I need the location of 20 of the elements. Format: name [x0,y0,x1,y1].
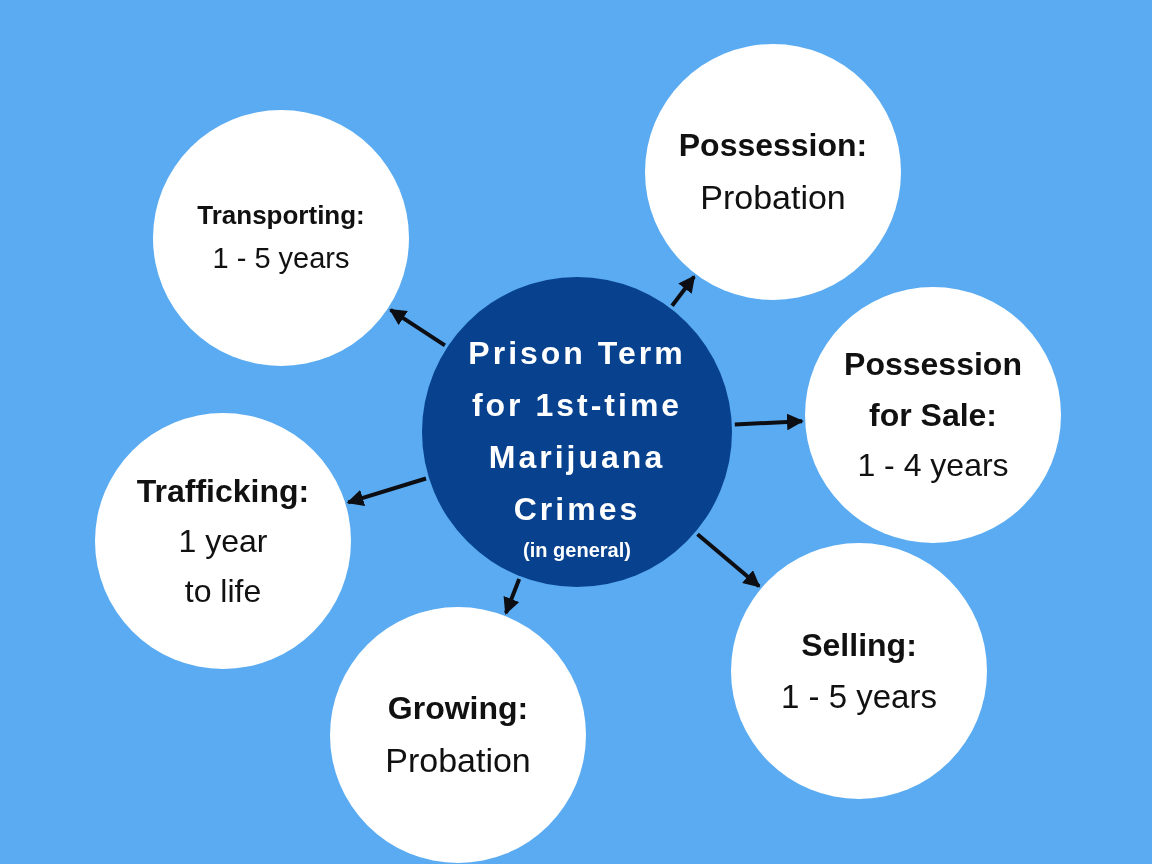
arrow [346,476,427,506]
crime-heading: Growing: [387,689,529,729]
crime-heading: Transporting: [197,198,365,232]
term-text: 1 year to life [177,522,269,611]
arrow [734,413,804,431]
arrow [696,532,761,588]
central-subtitle: (in general) [523,538,631,563]
arrow [389,308,446,348]
central-title: Prison Term for 1st-time Marijuana Crimes [467,334,687,529]
term-text: 1 - 4 years [857,446,1009,486]
crime-heading: Possession: [678,126,868,166]
crime-heading: Trafficking: [136,471,310,511]
arrow [670,275,696,307]
arrow [503,578,522,615]
crime-heading: Possession for Sale: [843,345,1023,436]
term-text: 1 - 5 years [781,677,937,717]
term-text: 1 - 5 years [212,241,350,277]
term-text: Probation [700,177,846,219]
crime-heading: Selling: [801,625,917,665]
term-text: Probation [385,740,531,782]
